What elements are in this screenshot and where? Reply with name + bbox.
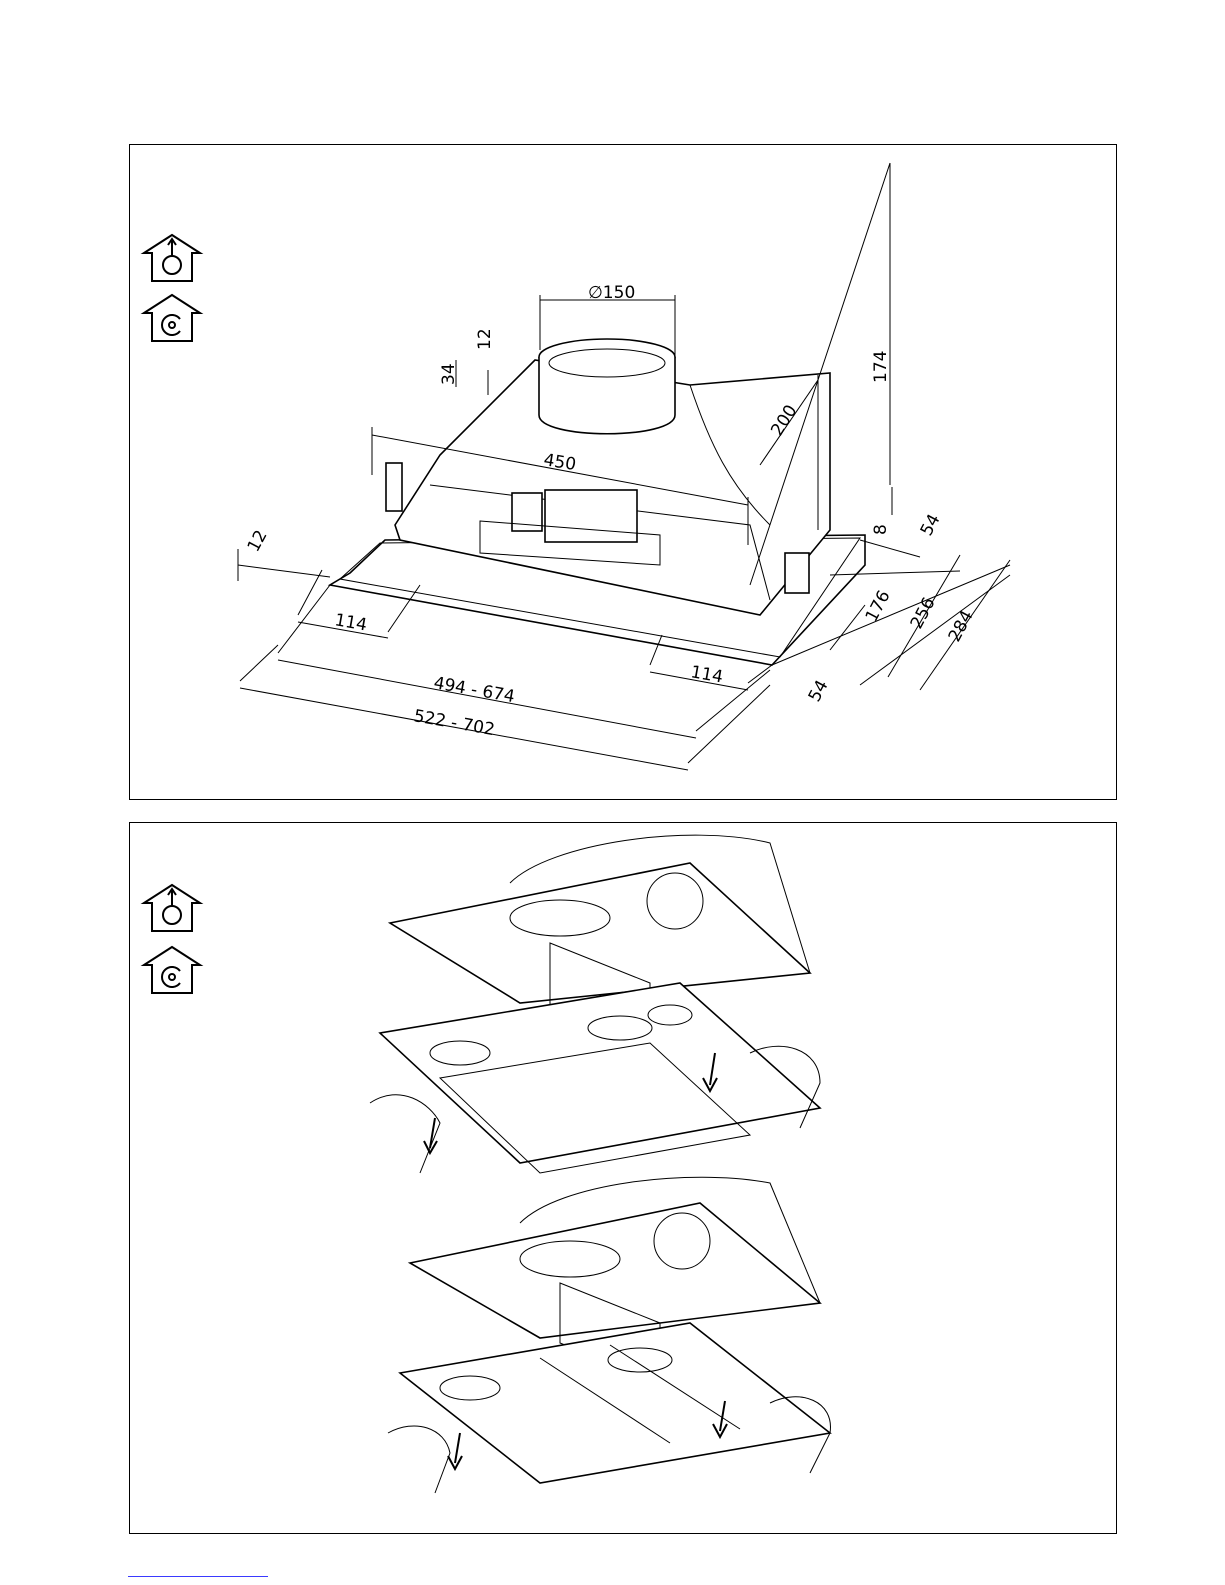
recirculation-icon: [144, 295, 200, 341]
dim-8: 8: [871, 524, 891, 535]
ducted-extraction-icon: [144, 885, 200, 931]
charcoal-filter: [400, 1323, 830, 1483]
dim-54-top: 54: [917, 511, 945, 539]
dim-duct-diameter: ∅150: [588, 283, 635, 303]
dim-494-674: 494 - 674: [432, 673, 516, 707]
dim-12-top: 12: [475, 328, 495, 350]
footer-link-underline: [128, 1576, 268, 1577]
filter-removal-panel: [129, 822, 1117, 1534]
dim-12-left: 12: [244, 527, 272, 555]
recirculation-icon: [144, 947, 200, 993]
dim-34: 34: [439, 363, 459, 385]
dim-256: 256: [907, 594, 940, 632]
dim-114-right: 114: [689, 662, 724, 687]
dim-54-bottom: 54: [805, 677, 833, 705]
hood-dimension-drawing: ∅150 12 34 450 200 174 8 54 12 114 114 1…: [130, 145, 1118, 801]
filter-removal-illustration: [130, 823, 1118, 1535]
dim-114-left: 114: [333, 610, 368, 635]
ducted-extraction-icon: [144, 235, 200, 281]
dim-522-702: 522 - 702: [412, 706, 496, 740]
grease-filter-mesh: [380, 983, 820, 1173]
dim-174: 174: [871, 351, 891, 383]
dim-176: 176: [862, 587, 895, 625]
dimension-drawing-panel: ∅150 12 34 450 200 174 8 54 12 114 114 1…: [129, 144, 1117, 800]
